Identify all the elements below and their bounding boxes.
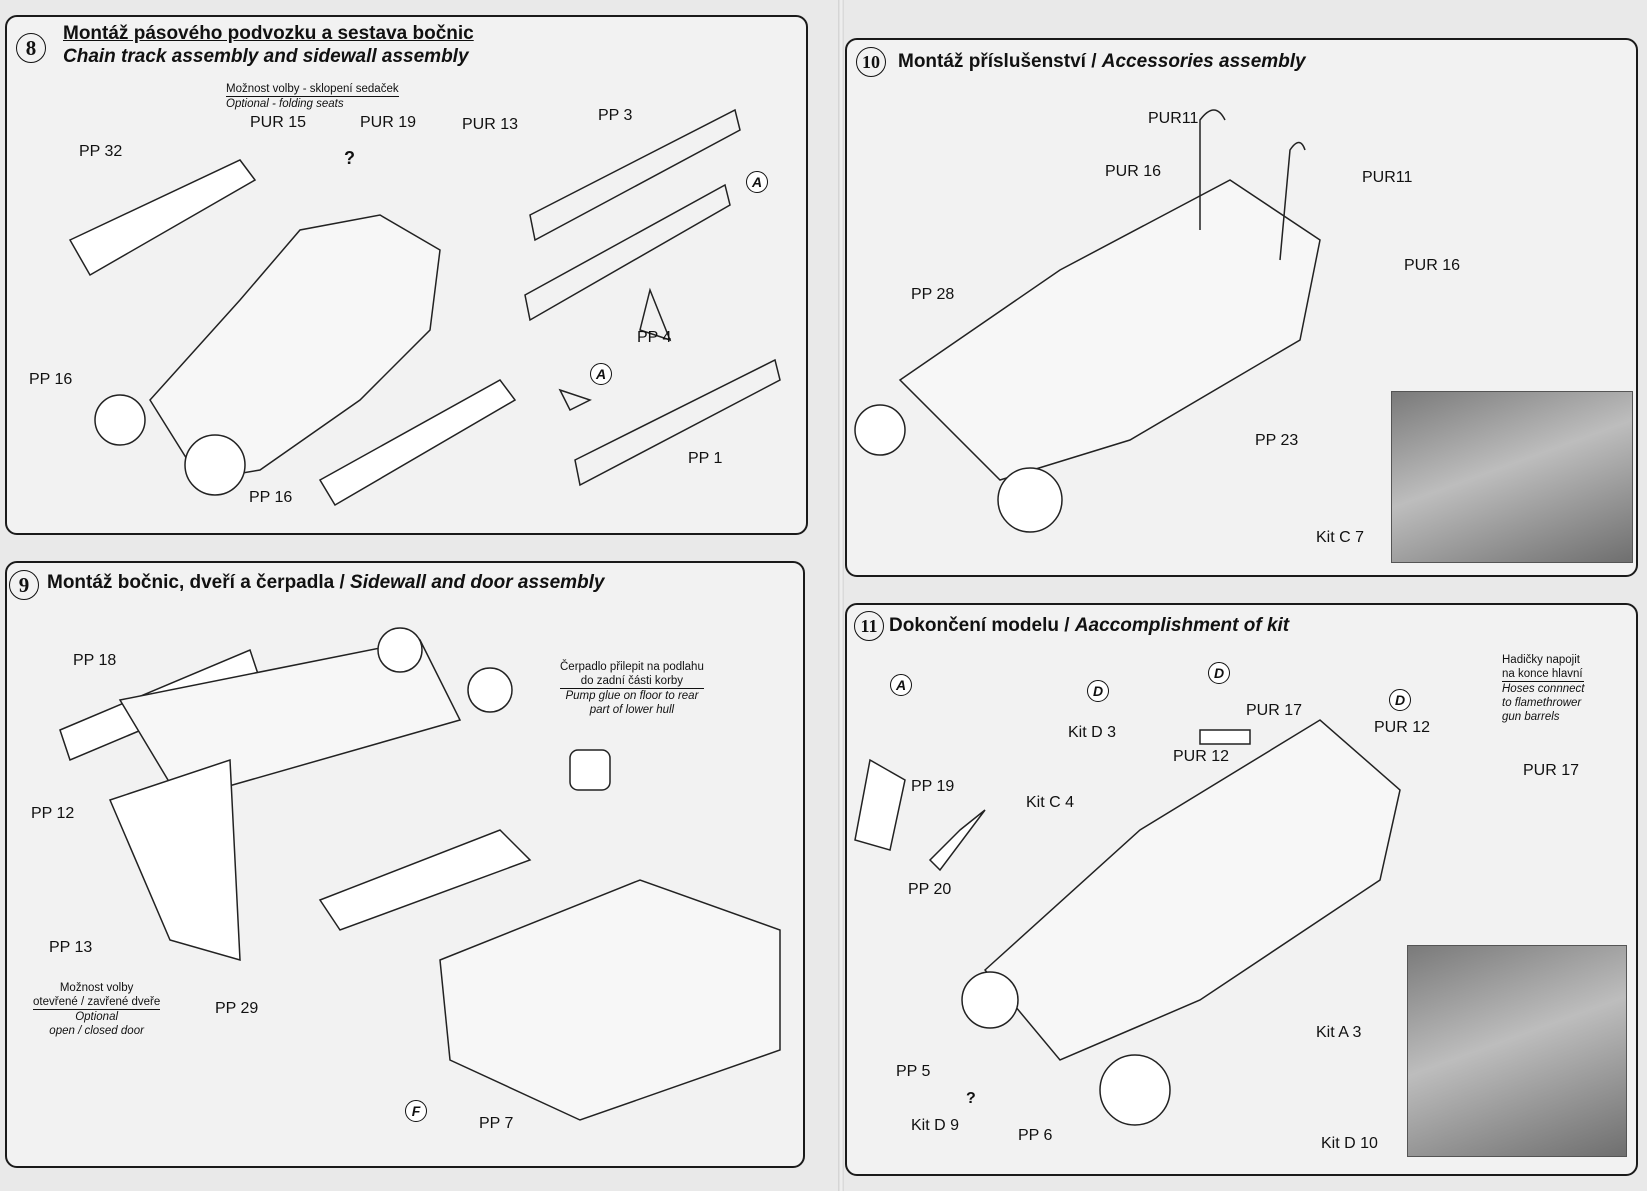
booklet-spine — [838, 0, 844, 1191]
step-title-cs: Dokončení modelu / — [889, 615, 1075, 636]
note-en: gun barrels — [1502, 711, 1560, 723]
part-label: PUR 19 — [360, 114, 417, 131]
step-title: Dokončení modelu / Aaccomplishment of ki… — [889, 615, 1289, 637]
part-label: PP 6 — [1018, 1127, 1053, 1144]
part-label: PP 4 — [637, 329, 672, 346]
door-option-note: Možnost volby otevřené / zavřené dveře O… — [33, 981, 161, 1038]
part-label: PP 16 — [249, 489, 293, 506]
note-en: Pump glue on floor to rear — [565, 690, 699, 702]
folding-seats-note: Možnost volby - sklopení sedaček Optiona… — [226, 82, 399, 111]
step-number: 8 — [16, 33, 46, 63]
note-en: part of lower hull — [589, 704, 675, 716]
part-label: PUR 17 — [1523, 762, 1580, 779]
marker-d: D — [1389, 689, 1411, 711]
step-title: Montáž příslušenství / Accessories assem… — [898, 51, 1306, 73]
part-label: PP 29 — [215, 1000, 259, 1017]
note-en: to flamethrower — [1502, 697, 1582, 709]
step-title-en-text: Chain track assembly and sidewall assemb… — [63, 46, 469, 67]
part-label: PP 3 — [598, 107, 633, 124]
step-11-hull-drawing — [854, 719, 1401, 1126]
pump-note: Čerpadlo přilepit na podlahu do zadní čá… — [560, 660, 704, 717]
step-title: Montáž bočnic, dveří a čerpadla / Sidewa… — [47, 572, 605, 594]
note-cs: otevřené / zavřené dveře — [33, 996, 161, 1010]
marker-a: A — [590, 363, 612, 385]
step-title-en: Aaccomplishment of kit — [1074, 615, 1290, 636]
step-title-en: Sidewall and door assembly — [350, 572, 605, 593]
part-label: Kit A 3 — [1316, 1024, 1362, 1041]
note-cs: do zadní části korby — [560, 674, 704, 689]
note-cs: na konce hlavní — [1502, 668, 1585, 682]
note-cs: Možnost volby - sklopení sedaček — [226, 83, 399, 97]
note-cs: Možnost volby — [59, 982, 134, 994]
marker-f: F — [405, 1100, 427, 1122]
marker-d: D — [1208, 662, 1230, 684]
step-10-hull-drawing — [854, 109, 1321, 533]
part-label: Kit D 10 — [1321, 1135, 1378, 1152]
part-label: Kit D 3 — [1068, 724, 1117, 741]
step-title-cs: Montáž příslušenství / — [898, 51, 1102, 72]
part-label: PUR 13 — [462, 116, 519, 133]
part-label: PUR11 — [1362, 169, 1413, 186]
part-label: PP 1 — [688, 450, 723, 467]
marker-a: A — [890, 674, 912, 696]
step-title-en: Chain track assembly and sidewall assemb… — [63, 46, 469, 68]
note-en: Optional - folding seats — [226, 98, 344, 110]
part-label: PUR 12 — [1374, 719, 1431, 736]
marker-d: D — [1087, 680, 1109, 702]
step-9-hull-drawing — [59, 627, 781, 1121]
part-label: PP 32 — [79, 143, 123, 160]
step-title-en: Accessories assembly — [1101, 51, 1306, 72]
part-label: PP 19 — [911, 778, 955, 795]
step-number: 10 — [856, 47, 886, 77]
part-label: PP 12 — [31, 805, 75, 822]
question-mark: ? — [344, 148, 355, 168]
note-cs: Čerpadlo přilepit na podlahu — [560, 661, 704, 673]
note-en: open / closed door — [49, 1025, 144, 1037]
part-label: PP 18 — [73, 652, 117, 669]
step-title-cs: Montáž bočnic, dveří a čerpadla / — [47, 572, 351, 593]
step-number: 9 — [9, 570, 39, 600]
note-en: Optional — [75, 1011, 119, 1023]
step-title-cs: Montáž pásového podvozku a sestava bočni… — [63, 23, 474, 44]
note-cs: Hadičky napojit — [1502, 654, 1580, 666]
part-label: Kit D 9 — [911, 1117, 960, 1134]
marker-a: A — [746, 171, 768, 193]
part-label: PUR 17 — [1246, 702, 1303, 719]
part-label: PP 5 — [896, 1063, 931, 1080]
hose-note: Hadičky napojit na konce hlavní Hoses co… — [1502, 653, 1585, 724]
part-label: PUR11 — [1148, 110, 1199, 127]
part-label: PP 16 — [29, 371, 73, 388]
step-8-hull-drawing — [68, 108, 781, 507]
part-label: Kit C 7 — [1316, 529, 1365, 546]
part-label: Kit C 4 — [1026, 794, 1075, 811]
step-number: 11 — [854, 611, 884, 641]
part-label: PUR 12 — [1173, 748, 1230, 765]
part-label: PP 7 — [479, 1115, 514, 1132]
part-label: PUR 15 — [250, 114, 307, 131]
part-label: PP 28 — [911, 286, 955, 303]
part-label: PP 13 — [49, 939, 93, 956]
part-label: PUR 16 — [1404, 257, 1461, 274]
part-label: PUR 16 — [1105, 163, 1162, 180]
model-photo-top-view — [1407, 945, 1627, 1157]
part-label: PP 23 — [1255, 432, 1299, 449]
note-en: Hoses connnect — [1502, 683, 1585, 695]
question-mark: ? — [966, 1090, 976, 1107]
model-photo-rear-view — [1391, 391, 1633, 563]
part-label: PP 20 — [908, 881, 952, 898]
